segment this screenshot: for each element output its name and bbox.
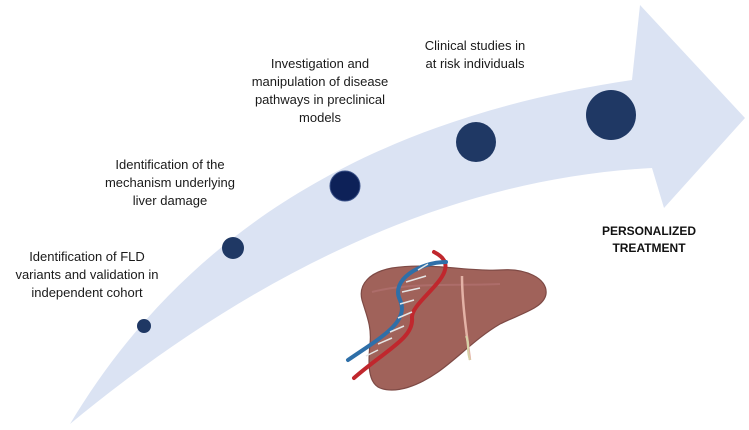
milestone-dot-2 (222, 237, 244, 259)
milestone-dot-5 (586, 90, 636, 140)
outcome-label: PERSONALIZED TREATMENT (601, 224, 696, 255)
milestone-dot-3 (329, 170, 361, 202)
milestone-dot-1 (137, 319, 151, 333)
step-label-3: Investigation and manipulation of diseas… (251, 56, 389, 125)
dna-helix-icon (346, 250, 448, 380)
step-label-2: Identification of the mechanism underlyi… (104, 157, 236, 208)
step-label-4: Clinical studies in at risk individuals (424, 38, 526, 71)
step-label-1: Identification of FLD variants and valid… (15, 249, 159, 300)
milestone-dot-4 (456, 122, 496, 162)
progress-arrow (70, 5, 745, 424)
